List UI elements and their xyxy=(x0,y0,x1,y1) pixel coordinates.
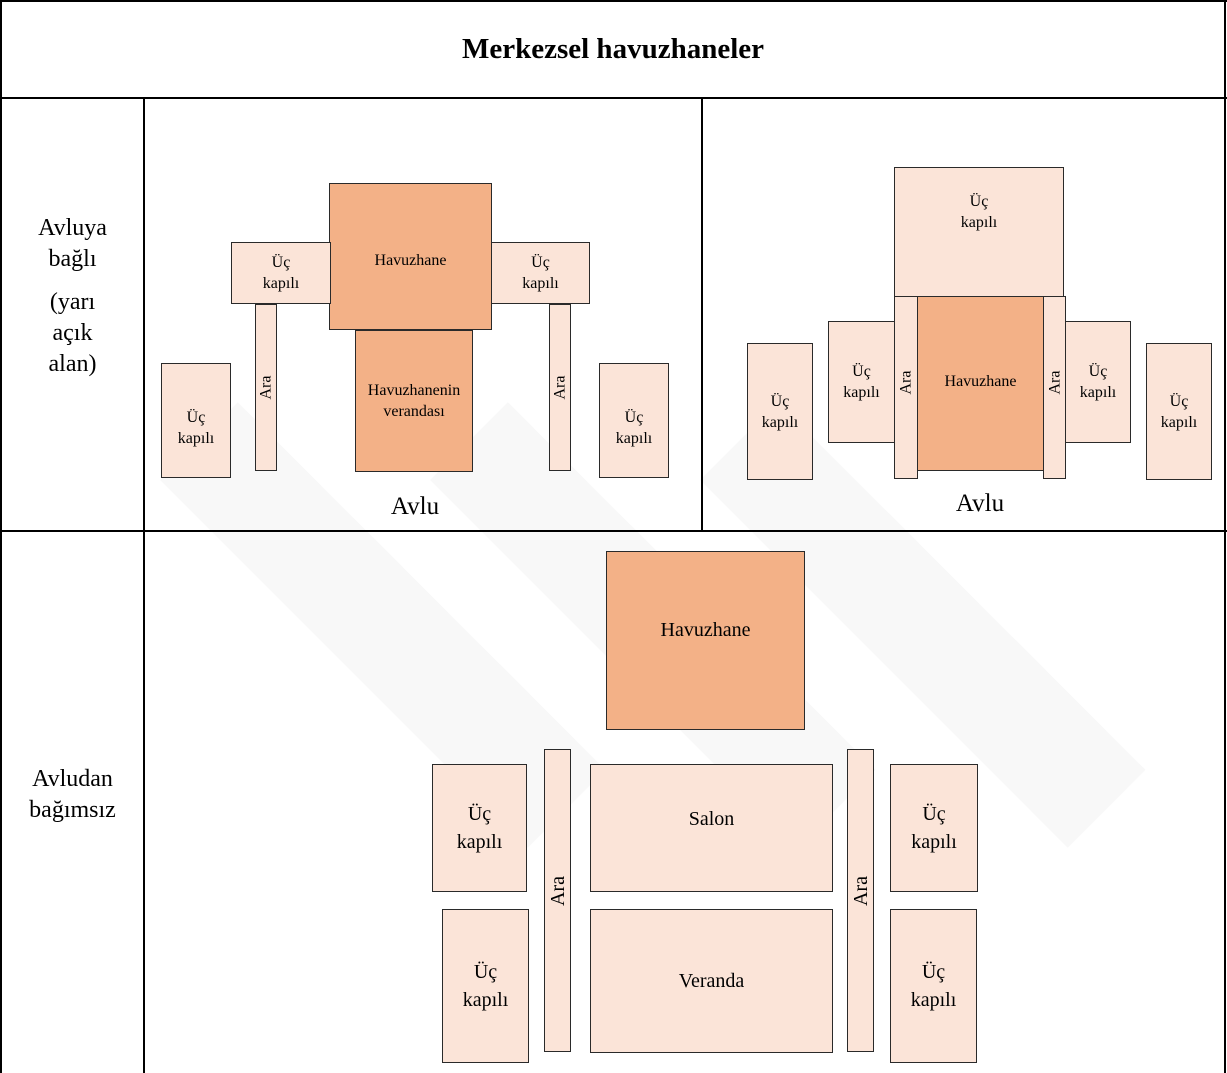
three-door-label: kapılı xyxy=(615,429,653,447)
table-border-left xyxy=(0,0,2,1073)
three-door-room: Üç kapılı xyxy=(890,764,978,892)
passage-label: Ara xyxy=(1046,370,1064,395)
courtyard-label: Avlu xyxy=(955,490,1005,517)
passage-strip: Ara xyxy=(894,296,918,479)
row-label-line: açık xyxy=(52,320,93,346)
pool-veranda-label: verandası xyxy=(383,403,445,420)
table-border-top xyxy=(0,0,1227,2)
row-label-line: Avludan xyxy=(32,766,113,792)
row-label-line: bağımsız xyxy=(29,797,116,823)
three-door-room: Üç kapılı xyxy=(161,363,231,478)
three-door-room: Üç kapılı xyxy=(231,242,331,304)
pool-room-box: Havuzhane xyxy=(917,296,1044,471)
three-door-label: Üç xyxy=(1169,392,1189,410)
three-door-room: Üç kapılı xyxy=(599,363,669,478)
pool-room-label: Havuzhane xyxy=(374,252,447,269)
three-door-room: Üç kapılı xyxy=(828,321,895,443)
passage-label: Ara xyxy=(551,375,569,400)
three-door-room: Üç kapılı xyxy=(1146,343,1212,480)
salon-box: Salon xyxy=(590,764,833,892)
pool-room-label: Havuzhane xyxy=(944,373,1017,390)
passage-label: Ara xyxy=(897,370,915,395)
three-door-label: Üç xyxy=(922,803,946,825)
row-label-line: Avluya xyxy=(38,215,107,241)
passage-label: Ara xyxy=(546,875,569,906)
three-door-label: kapılı xyxy=(262,275,300,292)
three-door-label: kapılı xyxy=(522,275,559,292)
three-door-label: Üç xyxy=(467,803,492,825)
pool-room-label: Havuzhane xyxy=(660,618,751,641)
passage-label: Ara xyxy=(257,375,275,400)
three-door-room: Üç kapılı xyxy=(491,242,590,304)
pool-room-box: Havuzhane xyxy=(329,183,492,330)
veranda-label: Veranda xyxy=(678,970,745,992)
three-door-label: Üç xyxy=(473,961,498,983)
three-door-label: kapılı xyxy=(911,831,957,853)
row-label-line: (yarı xyxy=(49,289,96,315)
passage-strip: Ara xyxy=(847,749,874,1052)
table-title: Merkezsel havuzhaneler xyxy=(461,32,764,65)
three-door-label: kapılı xyxy=(960,214,998,231)
passage-strip: Ara xyxy=(549,304,571,471)
row-label-attached: Avluya bağlı (yarı açık alan) xyxy=(2,213,143,380)
three-door-label: Üç xyxy=(186,408,206,426)
passage-strip: Ara xyxy=(544,749,571,1052)
row-label-independent: Avludan bağımsız xyxy=(2,764,143,826)
diagram-column-divider xyxy=(701,97,703,532)
veranda-box: Veranda xyxy=(590,909,833,1053)
salon-label: Salon xyxy=(688,808,735,830)
pool-room-box: Havuzhane xyxy=(606,551,805,730)
row-label-line: alan) xyxy=(48,351,97,377)
passage-strip: Ara xyxy=(1043,296,1066,479)
three-door-label: kapılı xyxy=(462,989,509,1011)
three-door-room: Üç kapılı xyxy=(747,343,813,480)
three-door-label: Üç xyxy=(1088,363,1108,380)
title-row-divider xyxy=(0,97,1227,99)
three-door-label: Üç xyxy=(624,408,644,426)
passage-label: Ara xyxy=(849,875,872,906)
three-door-label: kapılı xyxy=(910,989,957,1011)
three-door-room: Üç kapılı xyxy=(890,909,977,1063)
three-door-label: kapılı xyxy=(456,831,503,853)
row-label-line: bağlı xyxy=(48,246,97,272)
three-door-label: Üç xyxy=(271,254,291,271)
three-door-label: kapılı xyxy=(761,413,799,431)
three-door-room: Üç kapılı xyxy=(894,167,1064,297)
pool-veranda-label: Havuzhanenin xyxy=(367,382,461,399)
three-door-label: Üç xyxy=(531,254,550,271)
three-door-room: Üç kapılı xyxy=(442,909,529,1063)
three-door-label: kapılı xyxy=(1160,413,1198,431)
three-door-label: Üç xyxy=(770,392,790,410)
three-door-label: kapılı xyxy=(1079,384,1117,401)
courtyard-label: Avlu xyxy=(390,493,440,520)
three-door-label: kapılı xyxy=(177,429,215,447)
three-door-room: Üç kapılı xyxy=(1065,321,1131,443)
middle-row-divider xyxy=(0,530,1227,532)
three-door-label: Üç xyxy=(969,193,989,210)
three-door-label: kapılı xyxy=(843,384,880,401)
label-column-divider xyxy=(143,97,145,1073)
table-border-right xyxy=(1224,0,1226,1073)
three-door-room: Üç kapılı xyxy=(432,764,527,892)
passage-strip: Ara xyxy=(255,304,277,471)
three-door-label: Üç xyxy=(921,961,946,983)
three-door-label: Üç xyxy=(852,363,871,380)
pool-veranda-box: Havuzhanenin verandası xyxy=(355,330,473,472)
